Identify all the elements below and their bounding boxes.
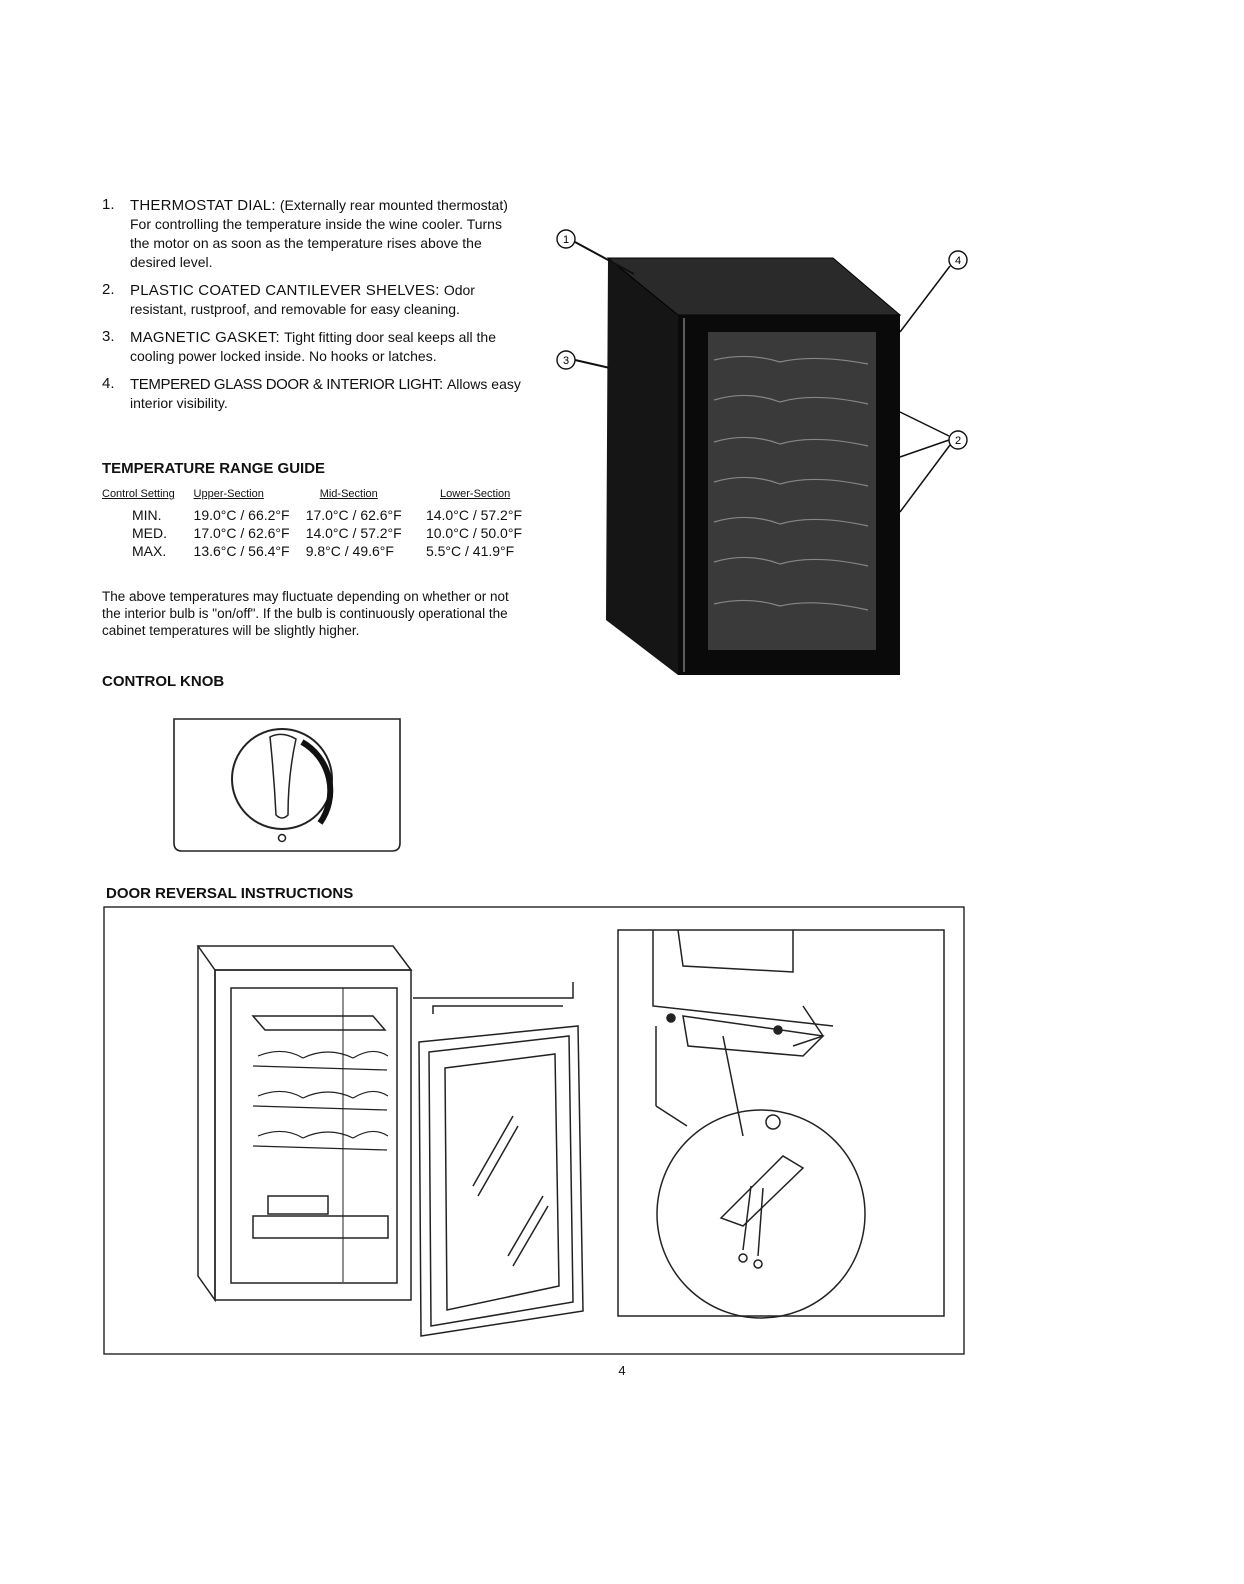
- temperature-note: The above temperatures may fluctuate dep…: [102, 589, 509, 638]
- feature-title: TEMPERED GLASS DOOR & INTERIOR LIGHT:: [130, 376, 443, 393]
- upper-section-cell: 19.0°C / 66.2°F: [193, 507, 290, 523]
- mid-section-cell: 17.0°C / 62.6°F: [305, 507, 402, 523]
- lower-section-cell: 10.0°C / 50.0°F: [425, 525, 522, 541]
- feature-description: Allows easy interior visibility.: [130, 376, 521, 411]
- open-cabinet-drawing: [196, 945, 413, 1303]
- callout-3: 3: [563, 355, 569, 367]
- feature-item-shelves: 2. PLASTIC COATED CANTILEVER SHELVES: Od…: [102, 281, 522, 319]
- feature-number: 3.: [102, 328, 115, 345]
- feature-title: MAGNETIC GASKET:: [130, 329, 280, 346]
- feature-number: 4.: [102, 375, 115, 392]
- table-row: MED. 17.0°C / 62.6°F 14.0°C / 57.2°F 10.…: [102, 524, 522, 542]
- feature-number: 1.: [102, 196, 115, 213]
- table-header-row: Control Setting Upper-Section Mid-Sectio…: [102, 488, 522, 506]
- page-number: 4: [618, 1363, 626, 1378]
- feature-title: PLASTIC COATED CANTILEVER SHELVES:: [130, 282, 440, 299]
- column-header-control-setting: Control Setting: [102, 488, 175, 500]
- setting-cell: MED.: [132, 525, 167, 541]
- hinge-detail-drawing: [617, 929, 945, 1319]
- control-knob-illustration: [173, 718, 401, 852]
- door-reversal-heading: DOOR REVERSAL INSTRUCTIONS: [106, 885, 354, 902]
- mid-section-cell: 14.0°C / 57.2°F: [305, 525, 402, 541]
- feature-item-glass-door: 4. TEMPERED GLASS DOOR & INTERIOR LIGHT:…: [102, 375, 522, 413]
- feature-description: (Externally rear mounted thermostat) For…: [130, 197, 508, 270]
- callout-4: 4: [955, 255, 961, 267]
- feature-description: Tight fitting door seal keeps all the co…: [130, 329, 496, 364]
- door-reversal-figure: [103, 906, 965, 1355]
- column-header-mid-section: Mid-Section: [319, 488, 378, 500]
- column-header-upper-section: Upper-Section: [193, 488, 264, 500]
- callout-2: 2: [955, 435, 961, 447]
- table-row: MAX. 13.6°C / 56.4°F 9.8°C / 49.6°F 5.5°…: [102, 542, 522, 560]
- wine-cooler-illustration: 1 3 4 2: [556, 229, 968, 675]
- upper-section-cell: 17.0°C / 62.6°F: [193, 525, 290, 541]
- control-knob-heading: CONTROL KNOB: [102, 673, 225, 690]
- setting-cell: MIN.: [132, 507, 162, 523]
- feature-title: THERMOSTAT DIAL:: [130, 197, 276, 214]
- mid-section-cell: 9.8°C / 49.6°F: [305, 543, 394, 559]
- lower-section-cell: 5.5°C / 41.9°F: [425, 543, 515, 559]
- column-header-lower-section: Lower-Section: [439, 488, 511, 500]
- upper-section-cell: 13.6°C / 56.4°F: [193, 543, 290, 559]
- temperature-range-table: Control Setting Upper-Section Mid-Sectio…: [102, 488, 522, 560]
- feature-description: Odor resistant, rustproof, and removable…: [130, 282, 475, 317]
- feature-item-thermostat-dial: 1. THERMOSTAT DIAL: (Externally rear mou…: [102, 196, 522, 272]
- feature-list: 1. THERMOSTAT DIAL: (Externally rear mou…: [102, 196, 522, 422]
- lower-section-cell: 14.0°C / 57.2°F: [425, 507, 522, 523]
- feature-item-magnetic-gasket: 3. MAGNETIC GASKET: Tight fitting door s…: [102, 328, 522, 366]
- temperature-guide-heading: TEMPERATURE RANGE GUIDE: [102, 460, 326, 477]
- setting-cell: MAX.: [132, 543, 167, 559]
- callout-1: 1: [563, 234, 569, 246]
- glass-door-drawing: [413, 982, 584, 1337]
- table-row: MIN. 19.0°C / 66.2°F 17.0°C / 62.6°F 14.…: [102, 506, 522, 524]
- feature-number: 2.: [102, 281, 115, 298]
